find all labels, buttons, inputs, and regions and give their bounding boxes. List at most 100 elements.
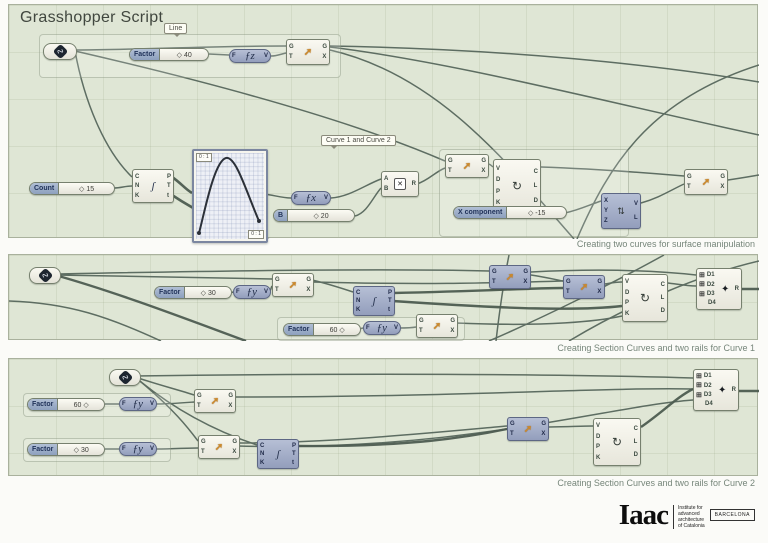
port-label[interactable]: T (387, 298, 392, 304)
port-label[interactable]: D2 (703, 382, 712, 389)
port-label[interactable]: A (384, 176, 389, 182)
port-label[interactable]: G (523, 269, 528, 276)
port-label[interactable]: G (289, 44, 294, 50)
port-label[interactable]: F (232, 53, 236, 59)
b-slider[interactable]: B ◇ 20 (273, 209, 355, 222)
port-label[interactable]: D2 (706, 281, 715, 288)
port-label[interactable]: t (387, 306, 390, 313)
port-label[interactable]: D1 (703, 373, 712, 380)
graph-mapper[interactable]: 0 : 1 0 : 1 (192, 149, 268, 243)
port-label[interactable]: G (228, 393, 233, 400)
port-label[interactable]: D3 (706, 291, 715, 298)
port-label[interactable]: T (166, 183, 171, 189)
port-label[interactable]: X (322, 54, 327, 60)
port-label[interactable]: L (633, 439, 638, 445)
port-label[interactable]: L (660, 295, 665, 301)
port-label[interactable]: P (387, 289, 392, 296)
port-label[interactable]: D (633, 452, 638, 458)
port-label[interactable]: K (356, 306, 361, 313)
port-label[interactable]: V (149, 446, 154, 452)
port-label[interactable]: V (149, 401, 154, 407)
port-label[interactable]: V (393, 325, 398, 331)
port-label[interactable]: D (625, 289, 630, 296)
port-label[interactable]: K (625, 310, 630, 317)
port-label[interactable]: D (596, 433, 601, 440)
port-label[interactable]: P (625, 300, 630, 307)
port-label[interactable]: N (356, 298, 361, 304)
port-label[interactable]: T (197, 402, 201, 409)
plus-box-icon[interactable]: ⊞ (699, 271, 705, 279)
factor-slider-40[interactable]: Factor ◇ 40 (129, 48, 209, 61)
port-label[interactable]: V (263, 289, 268, 295)
port-label[interactable]: T (687, 184, 691, 190)
port-label[interactable]: G (306, 277, 311, 284)
slider-value[interactable]: ◇ 30 (200, 289, 216, 297)
expression-x-component[interactable]: F ƒx V (291, 191, 331, 205)
port-label[interactable]: L (633, 214, 638, 221)
slider-value[interactable]: 60 ◇ (329, 326, 345, 334)
port-label[interactable]: G (322, 44, 327, 50)
port-label[interactable]: V (596, 423, 601, 430)
port-label[interactable]: C (356, 289, 361, 296)
port-label[interactable]: V (323, 195, 328, 201)
port-label[interactable]: G (597, 279, 602, 286)
merge-component[interactable]: ⊞D1 ⊞D2 ⊞D3 D4 ✦ R (696, 268, 742, 310)
port-label[interactable]: V (496, 165, 501, 172)
port-label[interactable]: G (450, 318, 455, 325)
port-label[interactable]: X (306, 286, 311, 293)
factor-slider-60[interactable]: Factor 60 ◇ (283, 323, 361, 336)
port-label[interactable]: G (720, 174, 725, 180)
port-label[interactable]: X (228, 402, 233, 409)
port-label[interactable]: G (419, 318, 424, 325)
port-label[interactable]: G (197, 393, 202, 400)
port-label[interactable]: P (496, 188, 501, 195)
x-component-slider[interactable]: X component ◇ -15 (453, 206, 567, 219)
merge-component[interactable]: ⊞D1 ⊞D2 ⊞D3 D4 ✦ R (693, 369, 739, 411)
port-label[interactable]: R (411, 181, 416, 187)
port-label[interactable]: T (291, 451, 296, 457)
expression-y-component[interactable]: F ƒy V (233, 285, 271, 299)
factor-slider-60[interactable]: Factor 60 ◇ (27, 398, 105, 411)
port-label[interactable]: T (510, 430, 514, 437)
port-label[interactable]: P (291, 442, 296, 449)
port-label[interactable]: V (633, 201, 638, 208)
port-label[interactable]: D4 (705, 401, 713, 408)
port-label[interactable]: G (510, 421, 515, 428)
factor-slider-30[interactable]: Factor ◇ 30 (154, 286, 232, 299)
plus-box-icon[interactable]: ⊞ (696, 372, 702, 380)
curve-param[interactable]: ∿ (29, 267, 61, 284)
port-label[interactable]: D1 (706, 272, 715, 279)
expression-y-component[interactable]: F ƒy V (363, 321, 401, 335)
port-label[interactable]: F (236, 289, 240, 295)
count-slider[interactable]: Count ◇ 15 (29, 182, 115, 195)
port-label[interactable]: T (275, 286, 279, 293)
port-label[interactable]: D (533, 197, 538, 204)
port-label[interactable]: L (533, 183, 538, 189)
slider-value[interactable]: ◇ 15 (79, 185, 95, 193)
port-label[interactable]: F (366, 325, 370, 331)
port-label[interactable]: Z (604, 218, 608, 224)
slider-value[interactable]: 60 ◇ (73, 401, 89, 409)
port-label[interactable]: D4 (708, 300, 716, 307)
port-label[interactable]: F (122, 401, 126, 407)
port-label[interactable]: T (448, 167, 452, 174)
port-label[interactable]: X (604, 198, 609, 204)
port-label[interactable]: Y (604, 208, 609, 214)
port-label[interactable]: N (135, 183, 140, 189)
port-label[interactable]: t (166, 192, 169, 199)
port-label[interactable]: D (660, 308, 665, 314)
plus-box-icon[interactable]: ⊞ (699, 281, 705, 289)
slider-value[interactable]: ◇ 40 (176, 51, 192, 59)
port-label[interactable]: D3 (703, 392, 712, 399)
